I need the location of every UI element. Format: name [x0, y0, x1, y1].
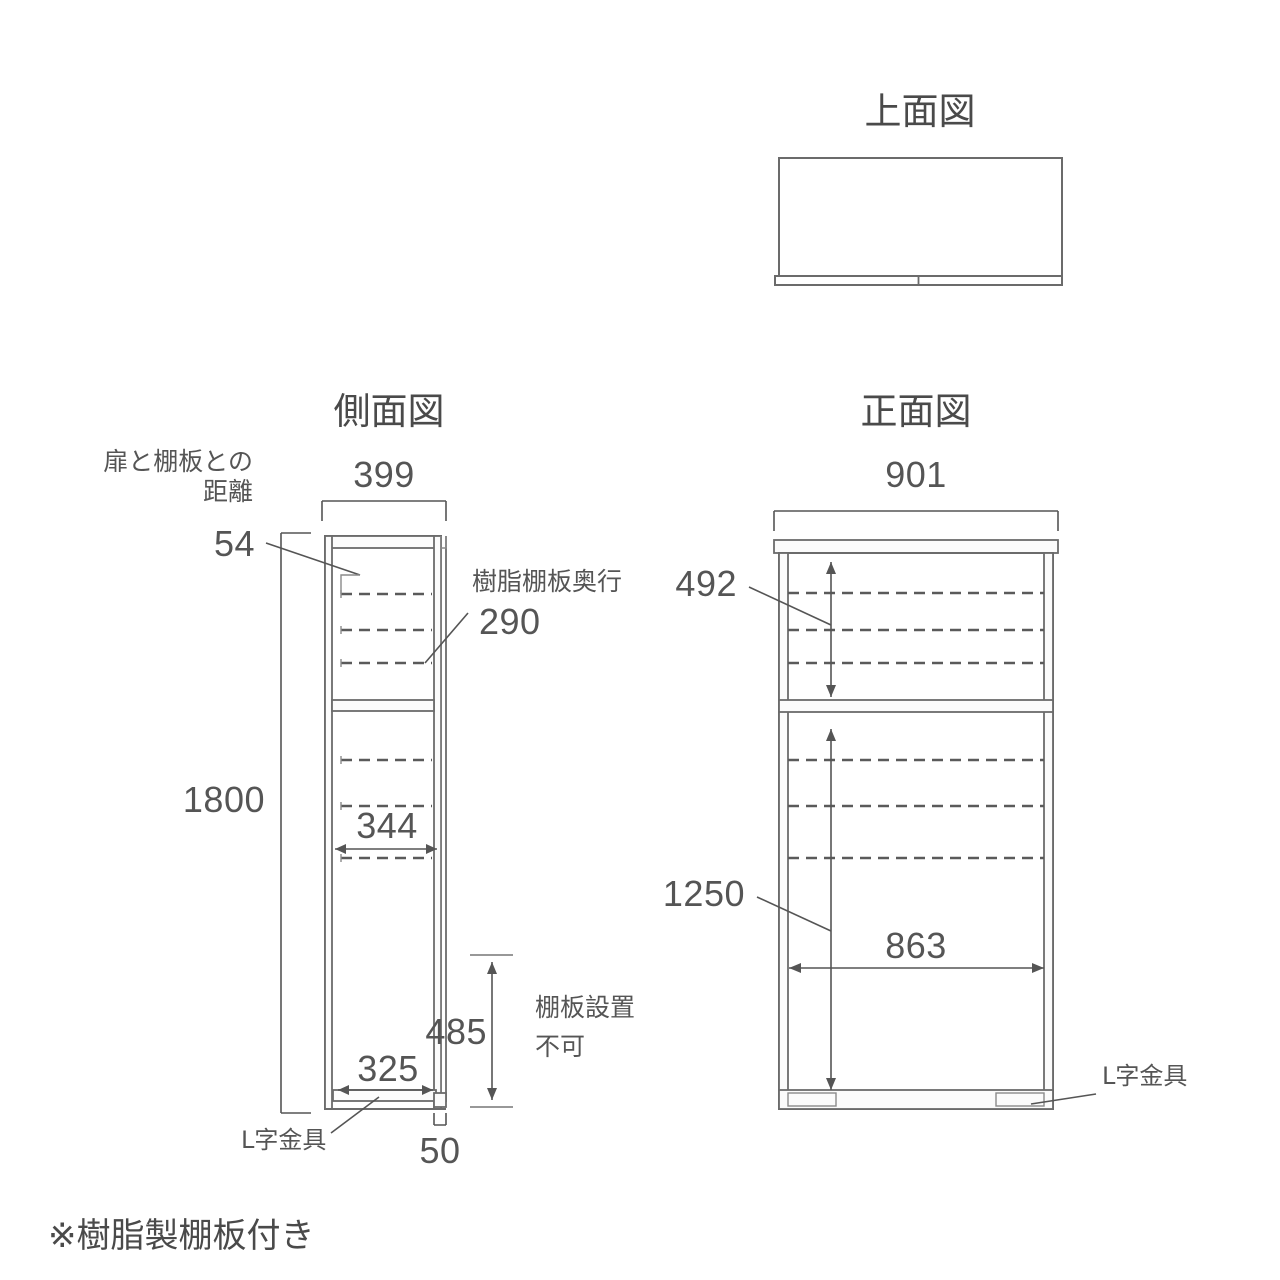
side-carcass-outline [324, 535, 442, 1110]
front-lower-dim-arrow [826, 729, 836, 1090]
door-shelf-distance-label-line2: 距離 [203, 477, 253, 506]
front-l-bracket-right [995, 1092, 1045, 1107]
no-shelf-label-line2: 不可 [535, 1032, 585, 1061]
front-l-bracket-left [787, 1092, 837, 1107]
top-view-group: 上面図 [774, 90, 1063, 286]
side-width-dim-value: 399 [353, 454, 415, 495]
side-view-title: 側面図 [334, 390, 445, 433]
resin-shelf-depth-dim-value: 290 [479, 601, 541, 642]
side-bottom-width-arrow [338, 1085, 433, 1095]
front-width-dim-value: 901 [885, 454, 947, 495]
front-top-board [773, 539, 1059, 554]
front-right-panel [1043, 552, 1054, 1110]
front-l-bracket-leader-line [1030, 1093, 1097, 1105]
side-foot-dim-bracket [433, 1113, 447, 1126]
front-inner-width-arrow [789, 963, 1044, 973]
no-shelf-dim-arrow [487, 962, 497, 1100]
front-upper-dim-leader-line [748, 586, 832, 626]
front-view-title: 正面図 [861, 390, 972, 433]
resin-shelf-depth-leader-line [424, 612, 469, 664]
front-lower-dim-value: 1250 [663, 873, 745, 914]
front-lower-dim-leader-line [756, 896, 832, 932]
top-view-body [778, 157, 1063, 277]
side-middle-divider [331, 699, 435, 712]
resin-shelf-depth-label: 樹脂棚板奥行 [472, 567, 622, 596]
front-left-panel [778, 552, 789, 1110]
footnote-text: ※樹脂製棚板付き [48, 1216, 315, 1256]
side-height-dim-value: 1800 [183, 779, 265, 820]
top-view-title: 上面図 [865, 90, 976, 133]
front-upper-dim-value: 492 [675, 563, 737, 604]
side-door-top-cap [441, 536, 447, 549]
side-bottom-width-dim-value: 325 [357, 1048, 419, 1089]
side-l-bracket-label: L字金具 [241, 1126, 326, 1154]
front-middle-divider [778, 699, 1054, 713]
side-l-bracket [433, 1092, 447, 1108]
side-shelf-width-dim-value: 344 [356, 805, 418, 846]
door-gap-dim-value: 54 [214, 523, 255, 564]
front-width-dim-bracket [773, 510, 1059, 531]
front-inner-width-dim-value: 863 [885, 925, 947, 966]
side-shelf-width-arrow [335, 844, 437, 854]
front-bottom-board [778, 1089, 1054, 1110]
side-l-bracket-leader-line [330, 1096, 380, 1134]
no-shelf-label-line1: 棚板設置 [535, 993, 635, 1022]
front-view-group: 正面図 901 492 12 [663, 390, 1187, 1110]
side-view-group: 側面図 399 扉と棚板との 距離 [103, 390, 635, 1171]
door-shelf-distance-label-line1: 扉と棚板との [103, 447, 253, 476]
side-back-panel [324, 535, 333, 1110]
front-upper-dim-arrow [826, 562, 836, 697]
side-foot-dim-value: 50 [419, 1130, 460, 1171]
side-width-dim-bracket [321, 500, 447, 521]
front-carcass-outline [778, 552, 1054, 1110]
front-l-bracket-label: L字金具 [1102, 1062, 1187, 1090]
side-top-panel [324, 535, 442, 549]
no-shelf-dim-value: 485 [425, 1011, 487, 1052]
side-height-dim-bracket [280, 532, 311, 1114]
door-gap-step-mark [340, 574, 360, 594]
